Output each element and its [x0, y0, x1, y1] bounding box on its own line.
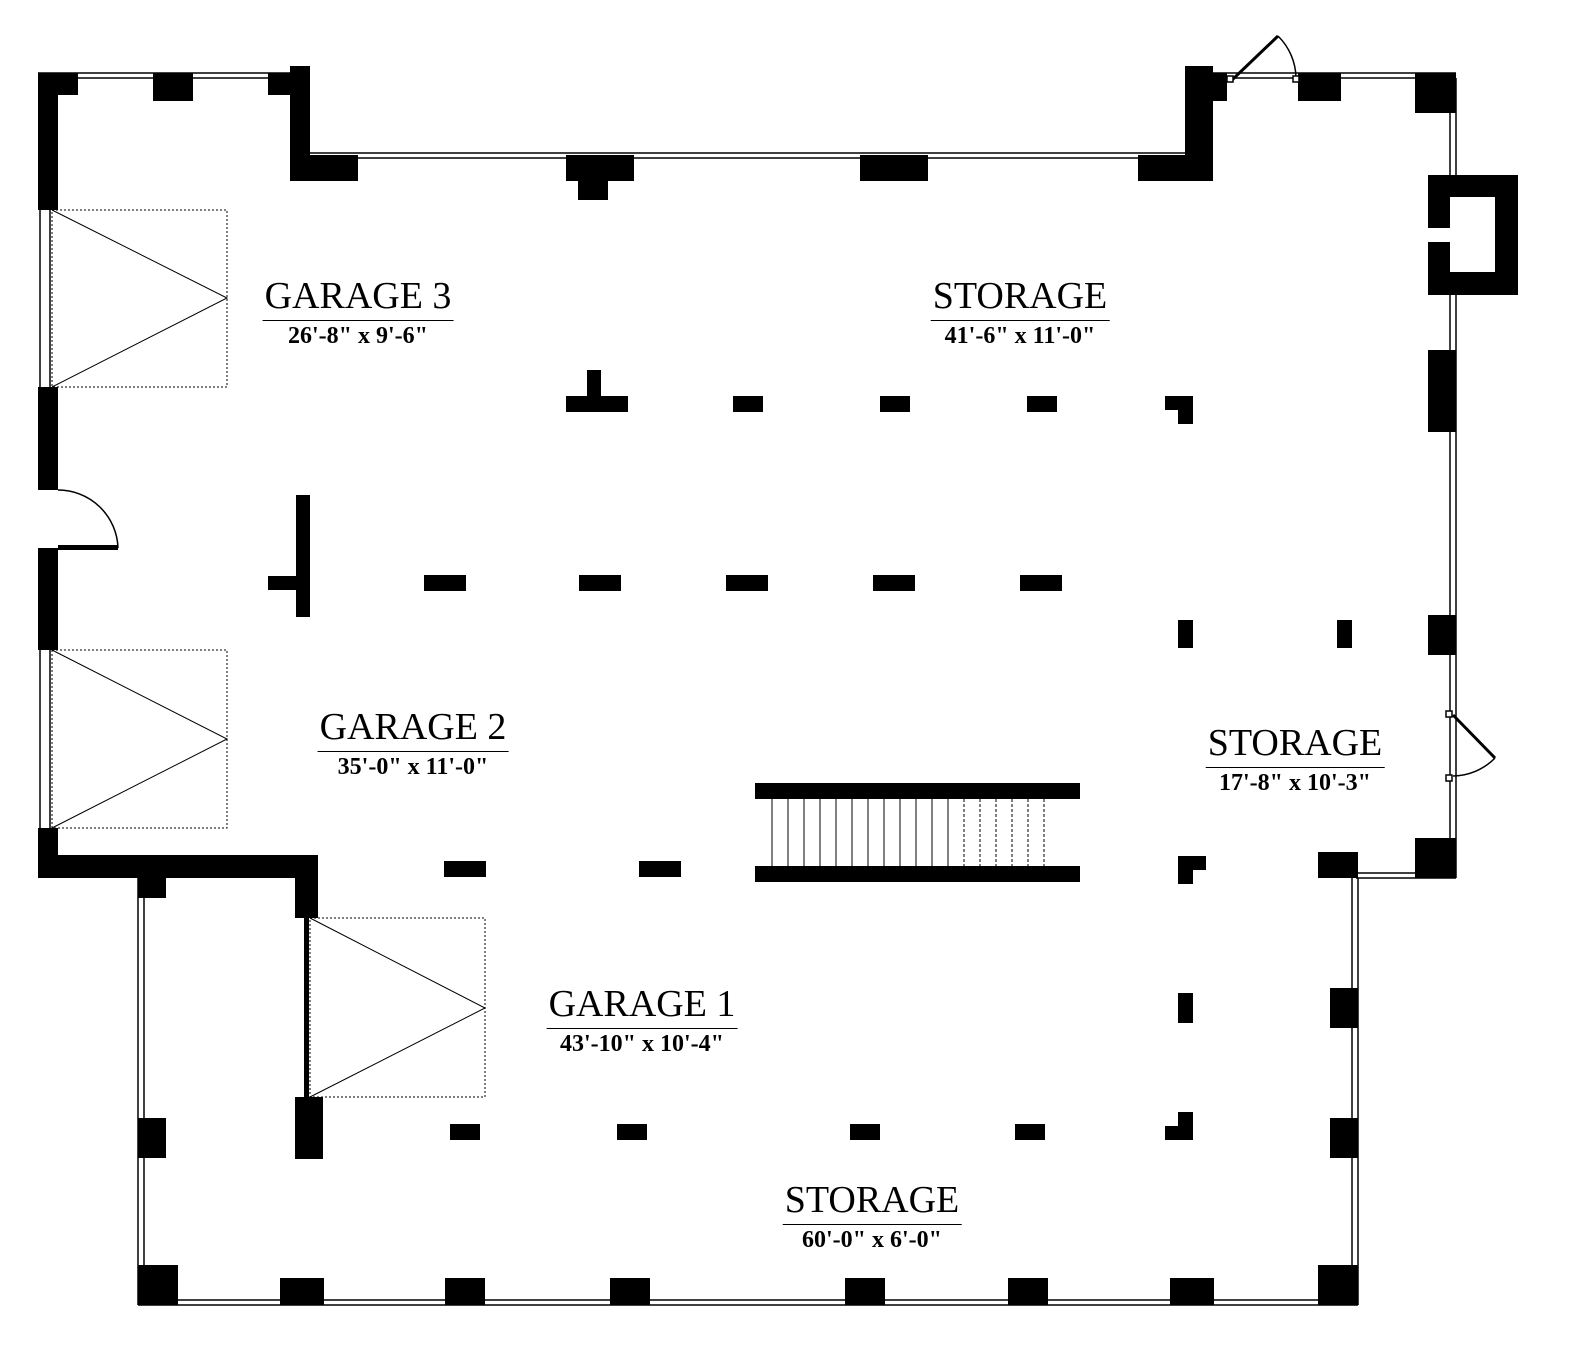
room-label-storage-north: STORAGE 41'-6" x 11'-0"	[930, 276, 1110, 351]
garage-doors	[51, 209, 487, 1098]
room-dimensions: 60'-0" x 6'-0"	[802, 1227, 942, 1253]
room-dimensions: 17'-8" x 10'-3"	[1219, 770, 1371, 796]
thin-walls	[38, 72, 1457, 1306]
room-dimensions: 43'-10" x 10'-4"	[560, 1031, 724, 1057]
room-label-garage-3: GARAGE 3 26'-8" x 9'-6"	[262, 276, 454, 351]
room-label-storage-south: STORAGE 60'-0" x 6'-0"	[782, 1180, 962, 1255]
room-name: STORAGE	[1205, 723, 1385, 768]
room-dimensions: 26'-8" x 9'-6"	[288, 323, 428, 349]
room-name: STORAGE	[930, 276, 1110, 321]
room-name: GARAGE 3	[262, 276, 454, 321]
stairs	[755, 783, 1080, 882]
room-label-garage-2: GARAGE 2 35'-0" x 11'-0"	[317, 707, 509, 782]
columns	[268, 370, 1352, 1140]
room-label-storage-east: STORAGE 17'-8" x 10'-3"	[1205, 723, 1385, 798]
room-dimensions: 35'-0" x 11'-0"	[337, 754, 489, 780]
walls-and-piers	[38, 66, 1518, 1305]
room-dimensions: 41'-6" x 11'-0"	[944, 323, 1096, 349]
room-name: STORAGE	[782, 1180, 962, 1225]
room-name: GARAGE 2	[317, 707, 509, 752]
room-name: GARAGE 1	[546, 984, 738, 1029]
room-label-garage-1: GARAGE 1 43'-10" x 10'-4"	[546, 984, 738, 1059]
doors	[57, 34, 1497, 782]
chimney-flue	[1450, 197, 1495, 272]
